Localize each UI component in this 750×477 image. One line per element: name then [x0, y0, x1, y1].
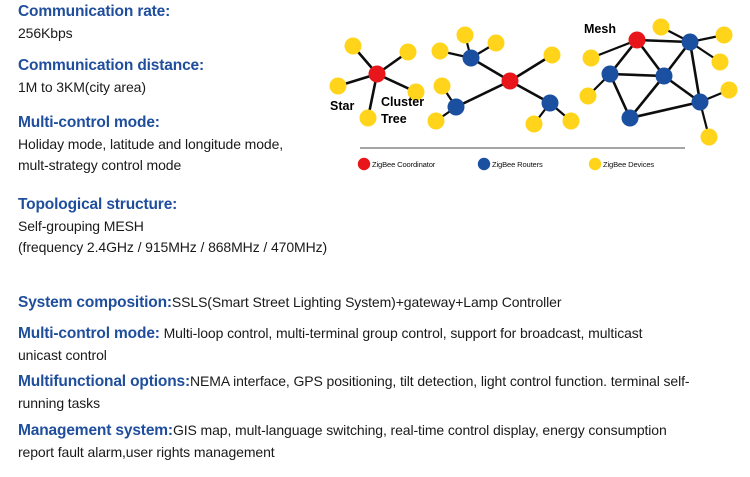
legend-swatch-devices-icon: [588, 157, 602, 171]
spec-value-line-1: Holiday mode, latitude and longitude mod…: [18, 136, 284, 152]
legend-label-routers: ZigBee Routers: [492, 160, 543, 169]
spec-multi-control-mode-primary: Multi-control mode: Holiday mode, latitu…: [18, 112, 283, 176]
star-topology: Star: [329, 37, 425, 127]
legend-swatch-coordinator-icon: [357, 157, 371, 171]
zigbee-topology-diagram: Star: [320, 8, 748, 176]
spec-heading: Management system:: [18, 422, 173, 439]
zigbee-router-node: [462, 49, 480, 67]
zigbee-coordinator-node: [501, 72, 519, 90]
zigbee-device-node: [433, 77, 451, 95]
zigbee-device-node: [720, 81, 738, 99]
spec-paragraph: Multifunctional options:NEMA interface, …: [18, 371, 703, 414]
zigbee-router-node: [681, 33, 699, 51]
zigbee-device-node: [427, 112, 445, 130]
zigbee-device-node: [431, 42, 449, 60]
spec-value: GIS map, mult-language switching, real-t…: [18, 422, 667, 460]
spec-heading: System composition:: [18, 294, 172, 311]
zigbee-device-node: [579, 87, 597, 105]
spec-multifunctional-options: Multifunctional options:NEMA interface, …: [18, 357, 703, 428]
zigbee-device-node: [359, 109, 377, 127]
legend-item-coordinator: ZigBee Coordinator: [357, 157, 436, 171]
legend-item-devices: ZigBee Devices: [588, 157, 655, 171]
spec-heading: Topological structure:: [18, 196, 178, 213]
zigbee-device-node: [711, 53, 729, 71]
cluster-tree-label-line-2: Tree: [381, 112, 407, 126]
star-label: Star: [330, 99, 354, 113]
spec-value: NEMA interface, GPS positioning, tilt de…: [18, 373, 690, 411]
zigbee-router-node: [621, 109, 639, 127]
spec-value: Multi-loop control, multi-terminal group…: [18, 325, 643, 363]
legend-swatch-routers-icon: [477, 157, 491, 171]
mesh-topology: Mesh: [579, 18, 738, 146]
zigbee-device-node: [329, 77, 347, 95]
zigbee-device-node: [562, 112, 580, 130]
spec-multi-control-mode-secondary: Multi-control mode: Multi-loop control, …: [18, 309, 688, 380]
spec-value: SSLS(Smart Street Lighting System)+gatew…: [171, 294, 562, 310]
spec-heading: Communication rate:: [18, 3, 171, 20]
spec-heading: Multi-control mode:: [18, 114, 160, 131]
zigbee-device-node: [487, 34, 505, 52]
zigbee-router-node: [541, 94, 559, 112]
spec-value-line-2: mult-strategy control mode: [18, 157, 182, 173]
spec-value-line-2: (frequency 2.4GHz / 915MHz / 868MHz / 47…: [18, 239, 328, 255]
spec-paragraph: System composition:SSLS(Smart Street Lig…: [18, 292, 732, 314]
zigbee-device-node: [700, 128, 718, 146]
mesh-label: Mesh: [584, 22, 616, 36]
zigbee-router-node: [447, 98, 465, 116]
spec-communication-rate: Communication rate: 256Kbps: [18, 1, 170, 44]
legend-item-routers: ZigBee Routers: [477, 157, 543, 171]
legend-label-devices: ZigBee Devices: [603, 160, 654, 169]
spec-heading: Multi-control mode:: [18, 325, 160, 342]
zigbee-device-node: [582, 49, 600, 67]
zigbee-coordinator-node: [628, 31, 646, 49]
zigbee-router-node: [655, 67, 673, 85]
zigbee-device-node: [525, 115, 543, 133]
spec-topological-structure: Topological structure: Self-grouping MES…: [18, 194, 327, 258]
spec-management-system: Management system:GIS map, mult-language…: [18, 406, 688, 477]
zigbee-device-node: [344, 37, 362, 55]
zigbee-device-node: [407, 83, 425, 101]
cluster-tree-label-line-1: Cluster: [381, 95, 424, 109]
spec-paragraph: Management system:GIS map, mult-language…: [18, 420, 688, 463]
zigbee-device-node: [456, 26, 474, 44]
zigbee-device-node: [543, 46, 561, 64]
spec-system-composition: System composition:SSLS(Smart Street Lig…: [18, 278, 732, 328]
zigbee-device-node: [652, 18, 670, 36]
zigbee-coordinator-node: [368, 65, 386, 83]
spec-value-line-1: Self-grouping MESH: [18, 218, 144, 234]
spec-value: 256Kbps: [18, 25, 73, 41]
cluster-tree-topology: Cluster Tree: [381, 26, 580, 133]
zigbee-device-node: [399, 43, 417, 61]
zigbee-router-node: [691, 93, 709, 111]
zigbee-router-node: [601, 65, 619, 83]
zigbee-device-node: [715, 26, 733, 44]
spec-communication-distance: Communication distance: 1M to 3KM(city a…: [18, 55, 204, 98]
diagram-legend: ZigBee Coordinator ZigBee Routers ZigBee…: [357, 157, 655, 171]
legend-label-coordinator: ZigBee Coordinator: [372, 160, 436, 169]
spec-paragraph: Multi-control mode: Multi-loop control, …: [18, 323, 688, 366]
spec-value: 1M to 3KM(city area): [18, 79, 146, 95]
spec-heading: Multifunctional options:: [18, 373, 191, 390]
spec-heading: Communication distance:: [18, 57, 205, 74]
